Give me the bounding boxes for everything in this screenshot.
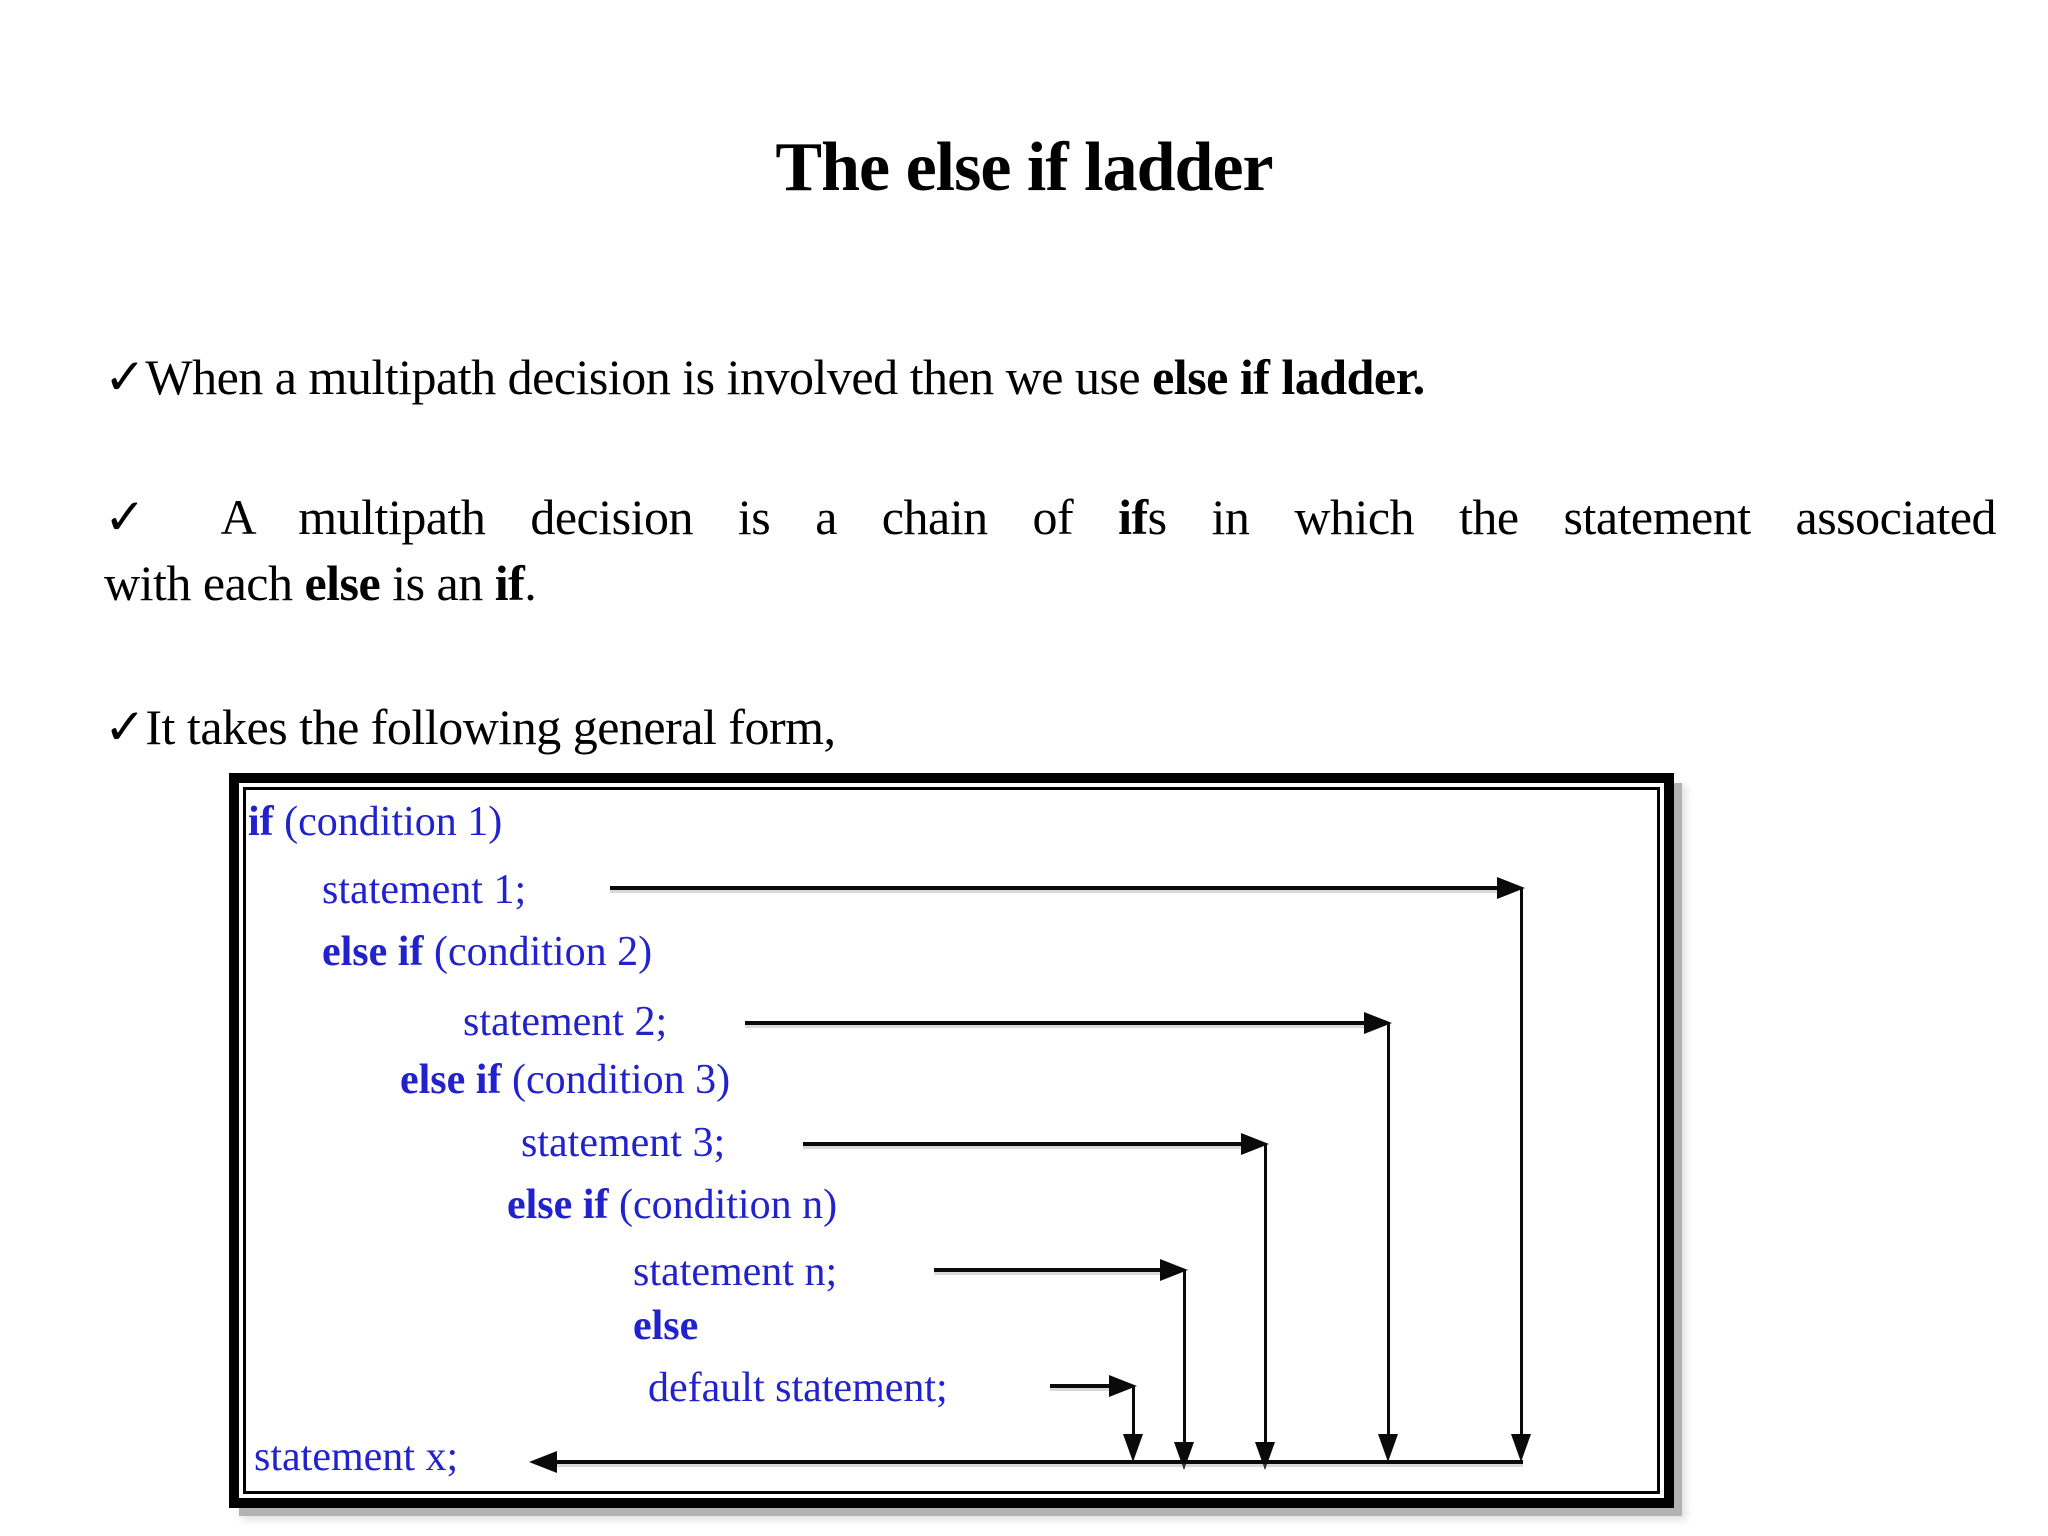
arrow-statement-3-down-head (1255, 1442, 1275, 1470)
arrow-statement-n-right-head (1160, 1259, 1188, 1281)
text-segment: (condition 3) (501, 1057, 731, 1103)
arrow-statement-n-down-head (1174, 1442, 1194, 1470)
text-segment: is an (380, 555, 495, 611)
code-line-elseif-condition-n: else if (condition n) (507, 1179, 837, 1231)
text-segment: . (524, 555, 537, 611)
general-form-box: if (condition 1) statement 1; else if (c… (229, 773, 1674, 1508)
text-segment: s in which the statement associated (1147, 489, 1997, 545)
arrow-statement-1-right-head (1497, 877, 1525, 899)
arrow-statement-n-vline (1183, 1270, 1186, 1446)
text-segment: default statement; (648, 1365, 948, 1411)
code-line-statement-n: statement n; (633, 1246, 837, 1298)
code-line-statement-3: statement 3; (521, 1117, 725, 1169)
text-segment: ✓When a multipath decision is involved t… (104, 349, 1153, 405)
text-segment: else if (507, 1182, 609, 1228)
text-segment: else if ladder. (1152, 349, 1425, 405)
text-segment: (condition 1) (273, 799, 503, 845)
bullet-chain-of-ifs-line2: with each else is an if. (104, 550, 1996, 616)
text-segment: if (494, 555, 525, 611)
arrow-statement-1-down-head (1511, 1434, 1531, 1462)
text-segment: if (248, 799, 274, 845)
text-segment: else (633, 1303, 699, 1349)
code-line-else: else (633, 1300, 698, 1352)
text-segment: if (1118, 489, 1148, 545)
arrow-default-statement-right-head (1109, 1375, 1137, 1397)
bullet-general-form: ✓It takes the following general form, (104, 696, 1996, 758)
arrow-default-statement-hline (1050, 1384, 1109, 1388)
text-segment: with each (104, 555, 305, 611)
code-line-elseif-condition-2: else if (condition 2) (322, 926, 652, 978)
arrow-collector-left-head (529, 1451, 557, 1473)
text-segment: statement n; (633, 1249, 838, 1295)
arrow-statement-3-hline (803, 1142, 1241, 1146)
arrow-statement-2-down-head (1378, 1434, 1398, 1462)
arrow-statement-1-hline (610, 886, 1497, 890)
code-line-statement-2: statement 2; (463, 996, 667, 1048)
arrow-statement-2-vline (1387, 1023, 1390, 1438)
arrow-statement-3-right-head (1241, 1133, 1269, 1155)
code-line-statement-1: statement 1; (322, 864, 526, 916)
text-segment: ✓It takes the following general form, (104, 699, 836, 755)
text-segment: (condition 2) (423, 929, 653, 975)
text-segment: else if (400, 1057, 502, 1103)
arrow-statement-2-hline (745, 1021, 1364, 1025)
text-segment: statement x; (254, 1434, 459, 1480)
general-form-box-inner: if (condition 1) statement 1; else if (c… (243, 787, 1660, 1494)
code-line-elseif-condition-3: else if (condition 3) (400, 1054, 730, 1106)
text-segment: (condition n) (608, 1182, 838, 1228)
text-segment: statement 2; (463, 999, 668, 1045)
arrow-default-statement-vline (1132, 1386, 1135, 1438)
text-segment: statement 3; (521, 1120, 726, 1166)
text-segment: ✓ A multipath decision is a chain of (104, 489, 1119, 545)
bullet-multipath-decision: ✓When a multipath decision is involved t… (104, 346, 1996, 408)
arrow-default-statement-down-head (1123, 1434, 1143, 1462)
text-segment: else if (322, 929, 424, 975)
text-segment: else (304, 555, 381, 611)
bullet-chain-of-ifs-line1: ✓ A multipath decision is a chain of ifs… (104, 484, 1997, 550)
arrow-statement-1-vline (1520, 888, 1523, 1438)
arrow-statement-3-vline (1264, 1144, 1267, 1446)
slide-title: The else if ladder (775, 129, 1273, 206)
code-line-statement-x: statement x; (254, 1431, 458, 1483)
code-line-if-condition-1: if (condition 1) (248, 796, 502, 848)
code-line-default-statement: default statement; (648, 1362, 948, 1414)
text-segment: statement 1; (322, 867, 527, 913)
arrow-statement-2-right-head (1364, 1012, 1392, 1034)
arrow-collector-hline (557, 1460, 1523, 1464)
arrow-statement-n-hline (934, 1268, 1160, 1272)
